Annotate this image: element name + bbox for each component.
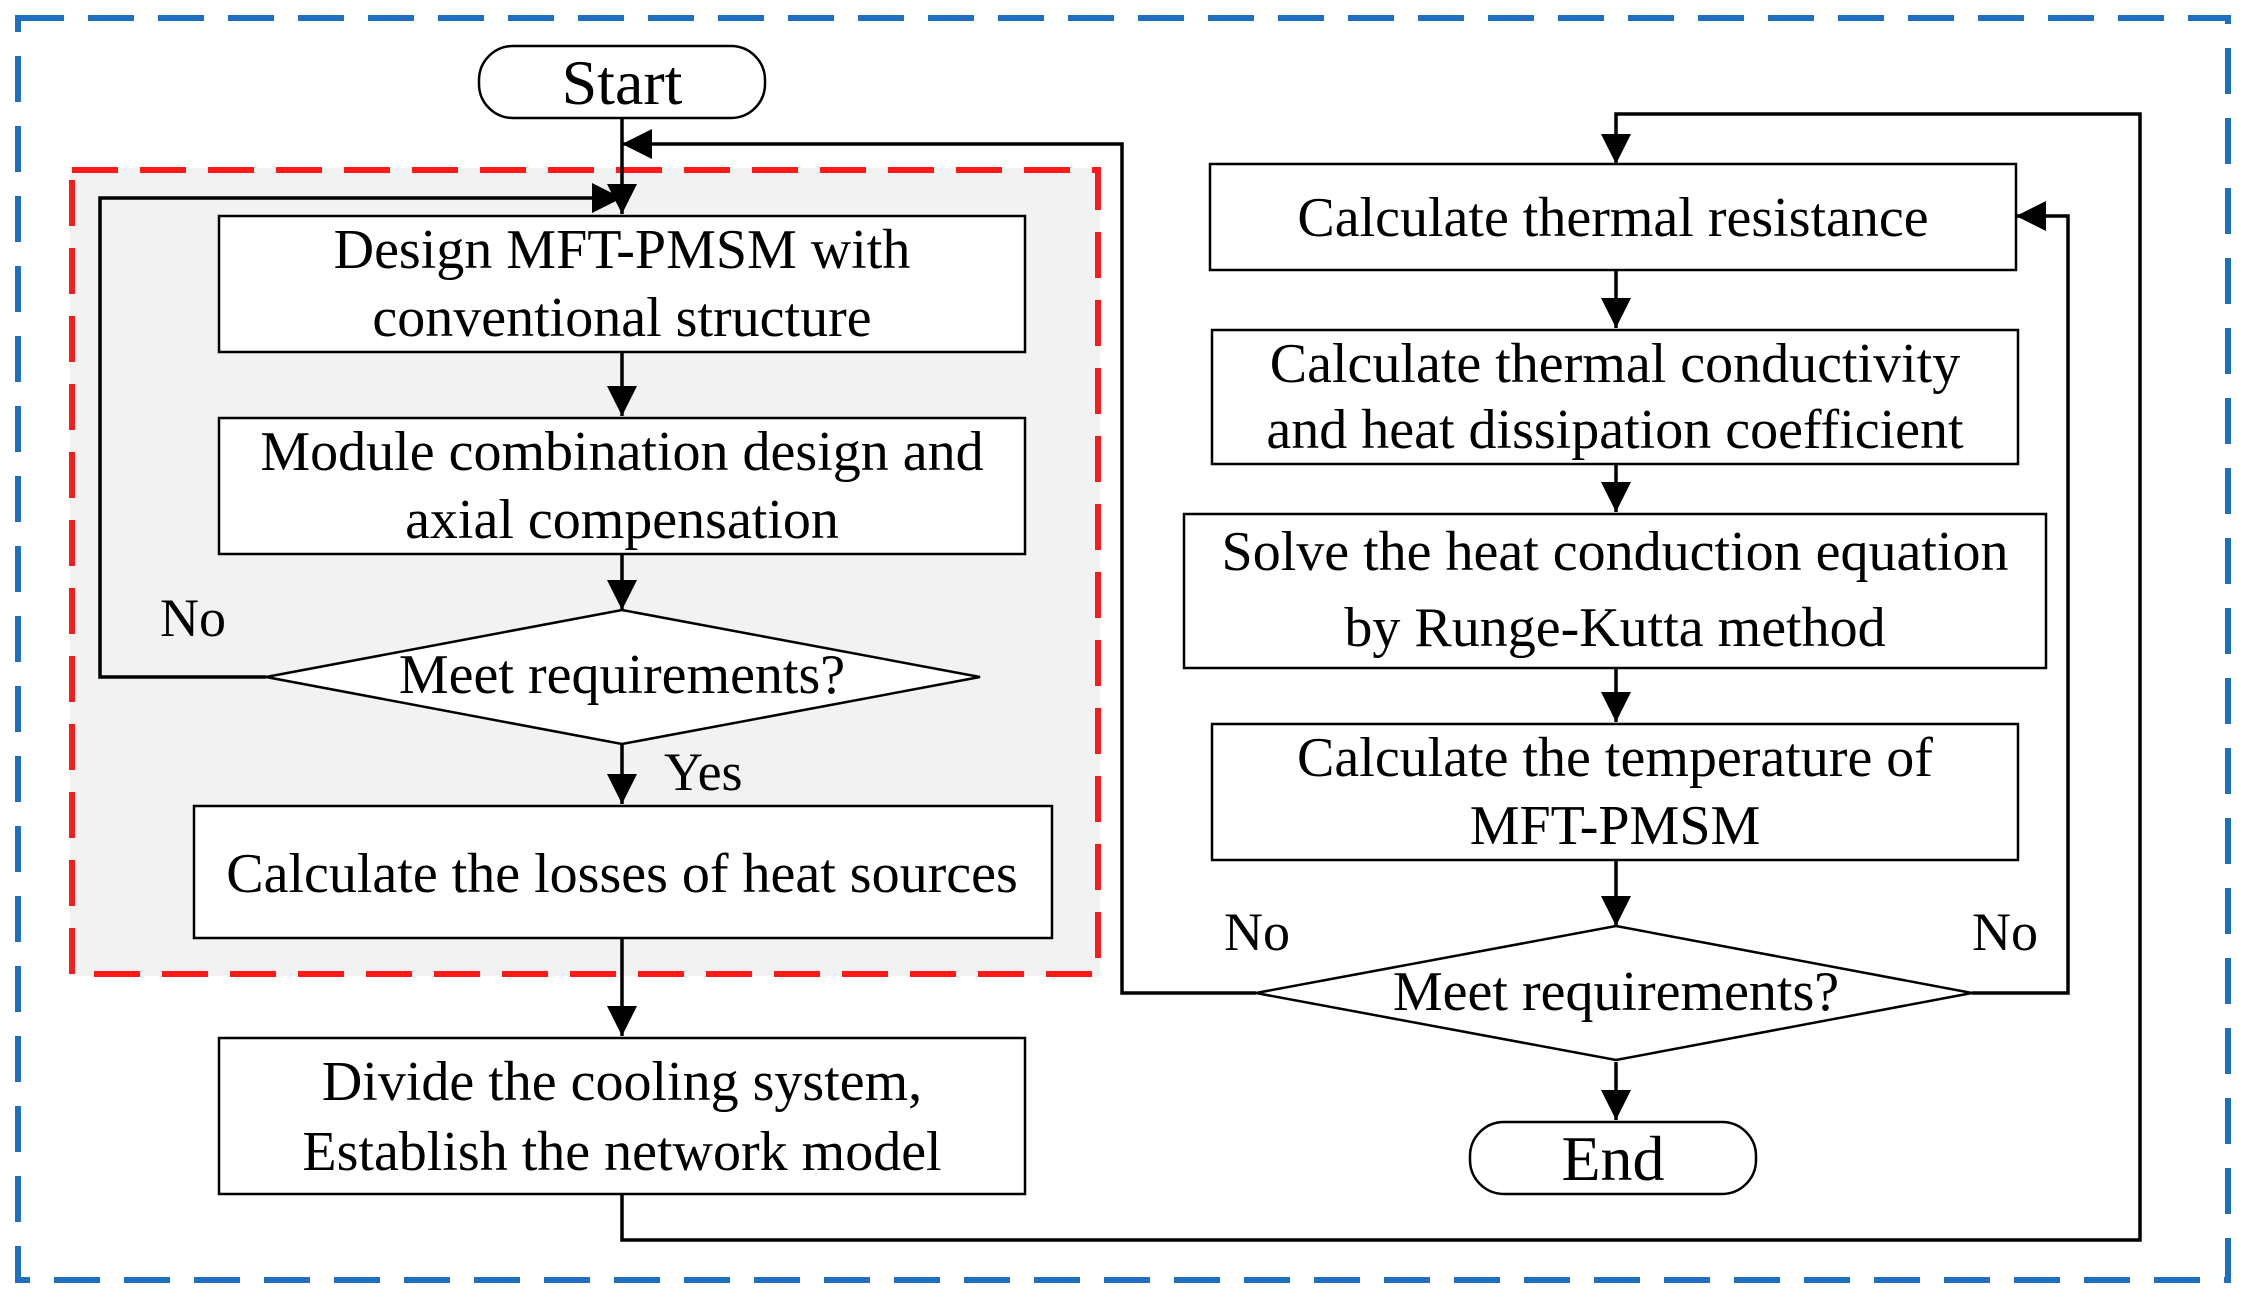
- design-region-border: [69, 167, 1101, 977]
- module-label-line1: Module combination design and: [260, 421, 983, 483]
- outer-frame: [15, 15, 2231, 1283]
- solve-node: Solve the heat conduction equation by Ru…: [1182, 512, 2048, 670]
- left-no-label: No: [160, 588, 226, 648]
- left-yes-label: Yes: [664, 742, 743, 802]
- losses-node: Calculate the losses of heat sources: [192, 804, 1054, 940]
- temperature-node: Calculate the temperature of MFT-PMSM: [1210, 722, 2020, 862]
- start-node: Start: [477, 44, 767, 120]
- divide-node: Divide the cooling system, Establish the…: [217, 1036, 1027, 1196]
- edge-meet-no-loop: [98, 183, 622, 679]
- design-label-line2: conventional structure: [372, 287, 871, 349]
- thermal-resistance-label: Calculate thermal resistance: [1297, 187, 1928, 249]
- losses-label: Calculate the losses of heat sources: [226, 843, 1018, 905]
- edge-divide-right: [620, 112, 2142, 1242]
- end-label: End: [1561, 1123, 1664, 1194]
- conductivity-node: Calculate thermal conductivity and heat …: [1210, 328, 2020, 466]
- conductivity-label-line1: Calculate thermal conductivity: [1270, 333, 1960, 395]
- edge-meet-no-left: [622, 129, 1256, 995]
- divide-label-line1: Divide the cooling system,: [322, 1051, 922, 1113]
- design-node: Design MFT-PMSM with conventional struct…: [217, 214, 1027, 354]
- temperature-label-line1: Calculate the temperature of: [1297, 727, 1933, 789]
- solve-label-line2: by Runge-Kutta method: [1344, 597, 1885, 659]
- temperature-label-line2: MFT-PMSM: [1470, 795, 1761, 857]
- meet-right-decision: Meet requirements?: [1255, 924, 1973, 1062]
- thermal-resistance-node: Calculate thermal resistance: [1208, 162, 2018, 272]
- meet-left-decision: Meet requirements?: [265, 608, 981, 746]
- divide-label-line2: Establish the network model: [302, 1121, 941, 1183]
- module-label-line2: axial compensation: [405, 489, 839, 551]
- solve-label-line1: Solve the heat conduction equation: [1222, 521, 2009, 583]
- design-label-line1: Design MFT-PMSM with: [334, 219, 911, 281]
- right-no-left-label: No: [1224, 902, 1290, 962]
- meet-left-label: Meet requirements?: [399, 644, 845, 706]
- meet-right-label: Meet requirements?: [1393, 961, 1839, 1023]
- start-label: Start: [562, 47, 683, 118]
- conductivity-label-line2: and heat dissipation coefficient: [1266, 399, 1964, 461]
- right-no-right-label: No: [1972, 902, 2038, 962]
- edge-meet-no-right: [1972, 201, 2070, 995]
- end-node: End: [1468, 1120, 1758, 1196]
- module-node: Module combination design and axial comp…: [217, 416, 1027, 556]
